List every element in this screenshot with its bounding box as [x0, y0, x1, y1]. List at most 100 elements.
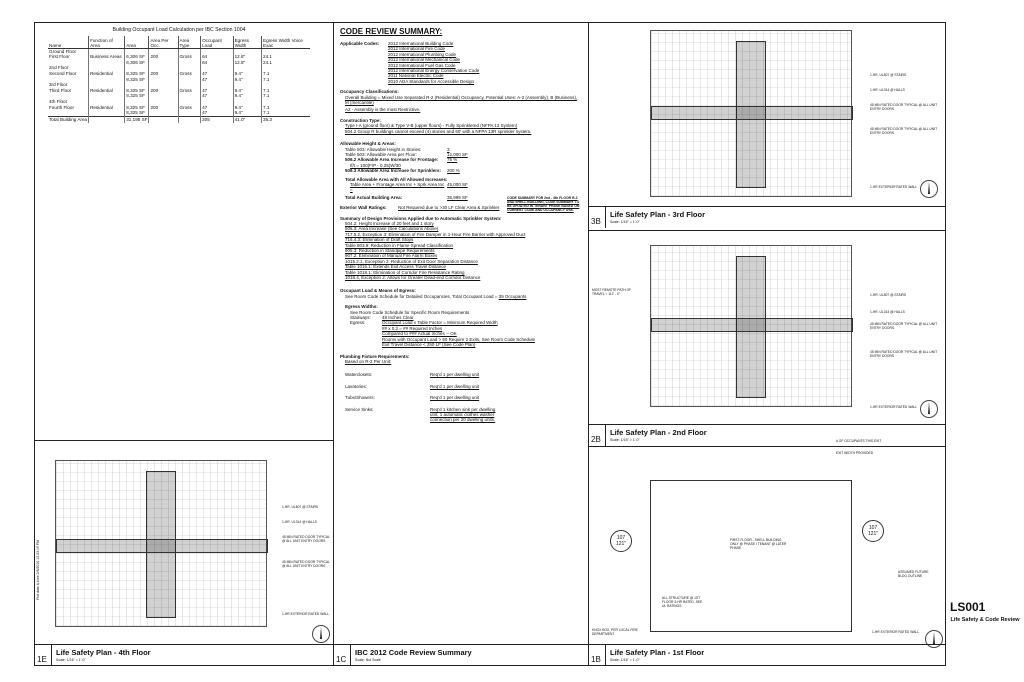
table-cell [148, 65, 179, 72]
table-cell: 7.1 [261, 94, 310, 100]
table-cell [88, 65, 125, 72]
label-exit-width: EXIT WIDTH PROVIDED [836, 451, 874, 455]
table-row: Ground Floor [48, 48, 310, 55]
widths-1: See Room Code Schedule for Specific Room… [350, 309, 470, 315]
t503-area-val: 12,000 SF [447, 151, 468, 157]
inc-sprinkler: 506.3 Allowable Area Increase for Sprink… [345, 168, 441, 174]
north-arrow-icon [925, 630, 943, 648]
exit-width-1: 121" [615, 541, 627, 547]
table-cell [88, 77, 125, 83]
label-halls-4: 1-HR. UL314 @ HALLS [282, 520, 317, 524]
table-cell: 9.4" [232, 77, 262, 83]
provision-item: Table 803.9: Reduction in Flame Spread C… [345, 242, 454, 248]
table-cell [148, 82, 179, 89]
table-cell: 8,325 SF [124, 110, 149, 117]
plumbing-label: Plumbing Fixture Requirements: [340, 353, 410, 359]
t503-stories-val: 3 [447, 146, 450, 152]
provision-item: 716.4.3: Elimination of Draft Stops [345, 237, 414, 243]
table-cell [148, 60, 179, 66]
table-cell: 8,325 SF [124, 88, 149, 94]
sheet-number: LS001 [950, 600, 986, 614]
inc-frontage-val: 75 % [447, 157, 458, 163]
fixture-name: Tubs/Showers: [345, 395, 375, 401]
label-future: ASSUMED FUTURE BLDG OUTLINE [898, 570, 929, 578]
table-cell: 47 [200, 71, 234, 78]
table-cell: Business Areas [88, 55, 125, 61]
egress2-4: Rooms with Occupant Load > 50 Require 2 … [382, 336, 535, 342]
table-cell [177, 48, 201, 55]
applicable-codes-label: Applicable Codes: [340, 41, 380, 46]
egress-text: See Room Code Schedule for Detailed Occu… [345, 293, 498, 299]
code-review-heading: CODE REVIEW SUMMARY: [340, 27, 443, 36]
code-item: 2012 International Fire Code [388, 46, 446, 52]
provision-item: Table 1018.1: Elimination of Corridor Fi… [345, 269, 465, 275]
occupant-table-header: Name [48, 36, 89, 50]
code-item: 2012 International Fuel Gas Code [388, 62, 456, 68]
corridor [651, 318, 853, 332]
occupant-table-header: Egress Width [232, 36, 262, 50]
title-num: 3B [588, 207, 606, 228]
label-stairs-3: 1-HR. UL807 @ STAIRS [870, 73, 907, 77]
egress2-1: Occupant Load x Table Factor = Minimum R… [382, 320, 498, 326]
occupancy-label: Occupancy Classifications: [340, 89, 399, 95]
table-cell: First Floor [49, 54, 70, 60]
label-remote: MOST REMOTE PATH OF TRAVEL = 112' - 0" [592, 288, 632, 296]
table-cell: 7.1 [261, 77, 310, 83]
egress2-2: ## x 0.2 = ## Required Inches [382, 325, 443, 331]
table-cell: 8,325 SF [124, 105, 149, 111]
table-cell: 12.8" [232, 55, 262, 61]
title-2b: 2B Life Safety Plan - 2nd Floor Scale: 1… [588, 424, 946, 446]
table-cell [261, 65, 310, 72]
table-cell [148, 116, 179, 123]
fixture-row: Tubs/Showers:Req'd 1 per dwelling unit [340, 395, 580, 400]
table-cell [88, 48, 125, 55]
egress2-5: Exit Travel Distance < 250 LF (See Code … [382, 342, 476, 348]
sheet-title: Life Safety & Code Review [950, 617, 1020, 623]
exit-width-badge-1: 107 121" [610, 530, 632, 552]
label-stairs-2: 1-HR. UL807 @ STAIRS [870, 293, 907, 297]
sheet-block: LS001 Life Safety & Code Review [950, 600, 1020, 624]
title-num: 1E [34, 645, 52, 666]
table-cell [232, 65, 262, 72]
table-row: 3rd Floor [48, 83, 310, 89]
table-cell: 41.0" [232, 116, 262, 123]
table-cell: 31,195 SF [124, 116, 149, 123]
code-item: 2012 International Plumbing Code [388, 51, 457, 57]
widths-label: Egress Widths: [345, 304, 378, 310]
table-cell [148, 99, 179, 106]
occupant-table-header: Function of Area [88, 36, 125, 50]
provision-item: 1018.4, Exception 2: Allows for Greater … [345, 275, 481, 281]
table-cell: Gross [177, 105, 201, 111]
table-cell: 200 [148, 71, 179, 78]
inc-sprinkler-val: 200 % [447, 168, 460, 174]
table-cell: 9.4" [232, 88, 262, 94]
table-cell: Third Floor [49, 87, 72, 93]
table-cell [200, 99, 234, 106]
occupant-load-table: Building Occupant Load Calculation per I… [48, 27, 310, 123]
code-item: 2012 International Mechanical Code [388, 57, 461, 63]
table-cell: Fourth Floor [49, 104, 75, 110]
table-cell: 7.1 [261, 105, 310, 111]
label-extwall-2: 1-HR EXTERIOR RATED WALL [870, 405, 918, 409]
north-arrow-icon [920, 400, 938, 418]
egress2-label: Egress: [350, 320, 366, 326]
table-cell: 35.3 [261, 116, 310, 123]
table-cell: 64 [200, 55, 234, 61]
occupancy-note: A2 - Assembly is the most Restrictive. [345, 107, 421, 113]
code-item: 2012 International Building Code [388, 41, 454, 46]
label-first-floor: FIRST FLOOR - SHELL BUILDING ONLY @ PHAS… [730, 538, 787, 550]
label-doors-3: 45 MIN RATED DOOR TYPICAL @ ALL UNIT ENT… [870, 103, 938, 111]
provision-item: Table 1016.1: Extends Exit Access Travel… [345, 264, 447, 270]
label-doors-4: 45 MIN RATED DOOR TYPICAL @ ALL UNIT ENT… [282, 535, 330, 543]
label-occ-exit: # OF OCCUPANTS THIS EXIT [836, 439, 882, 443]
provisions-list: 504.2: Height Increase of 20 feet and 1 … [340, 221, 580, 280]
title-text: Life Safety Plan - 2nd Floor [610, 428, 707, 437]
